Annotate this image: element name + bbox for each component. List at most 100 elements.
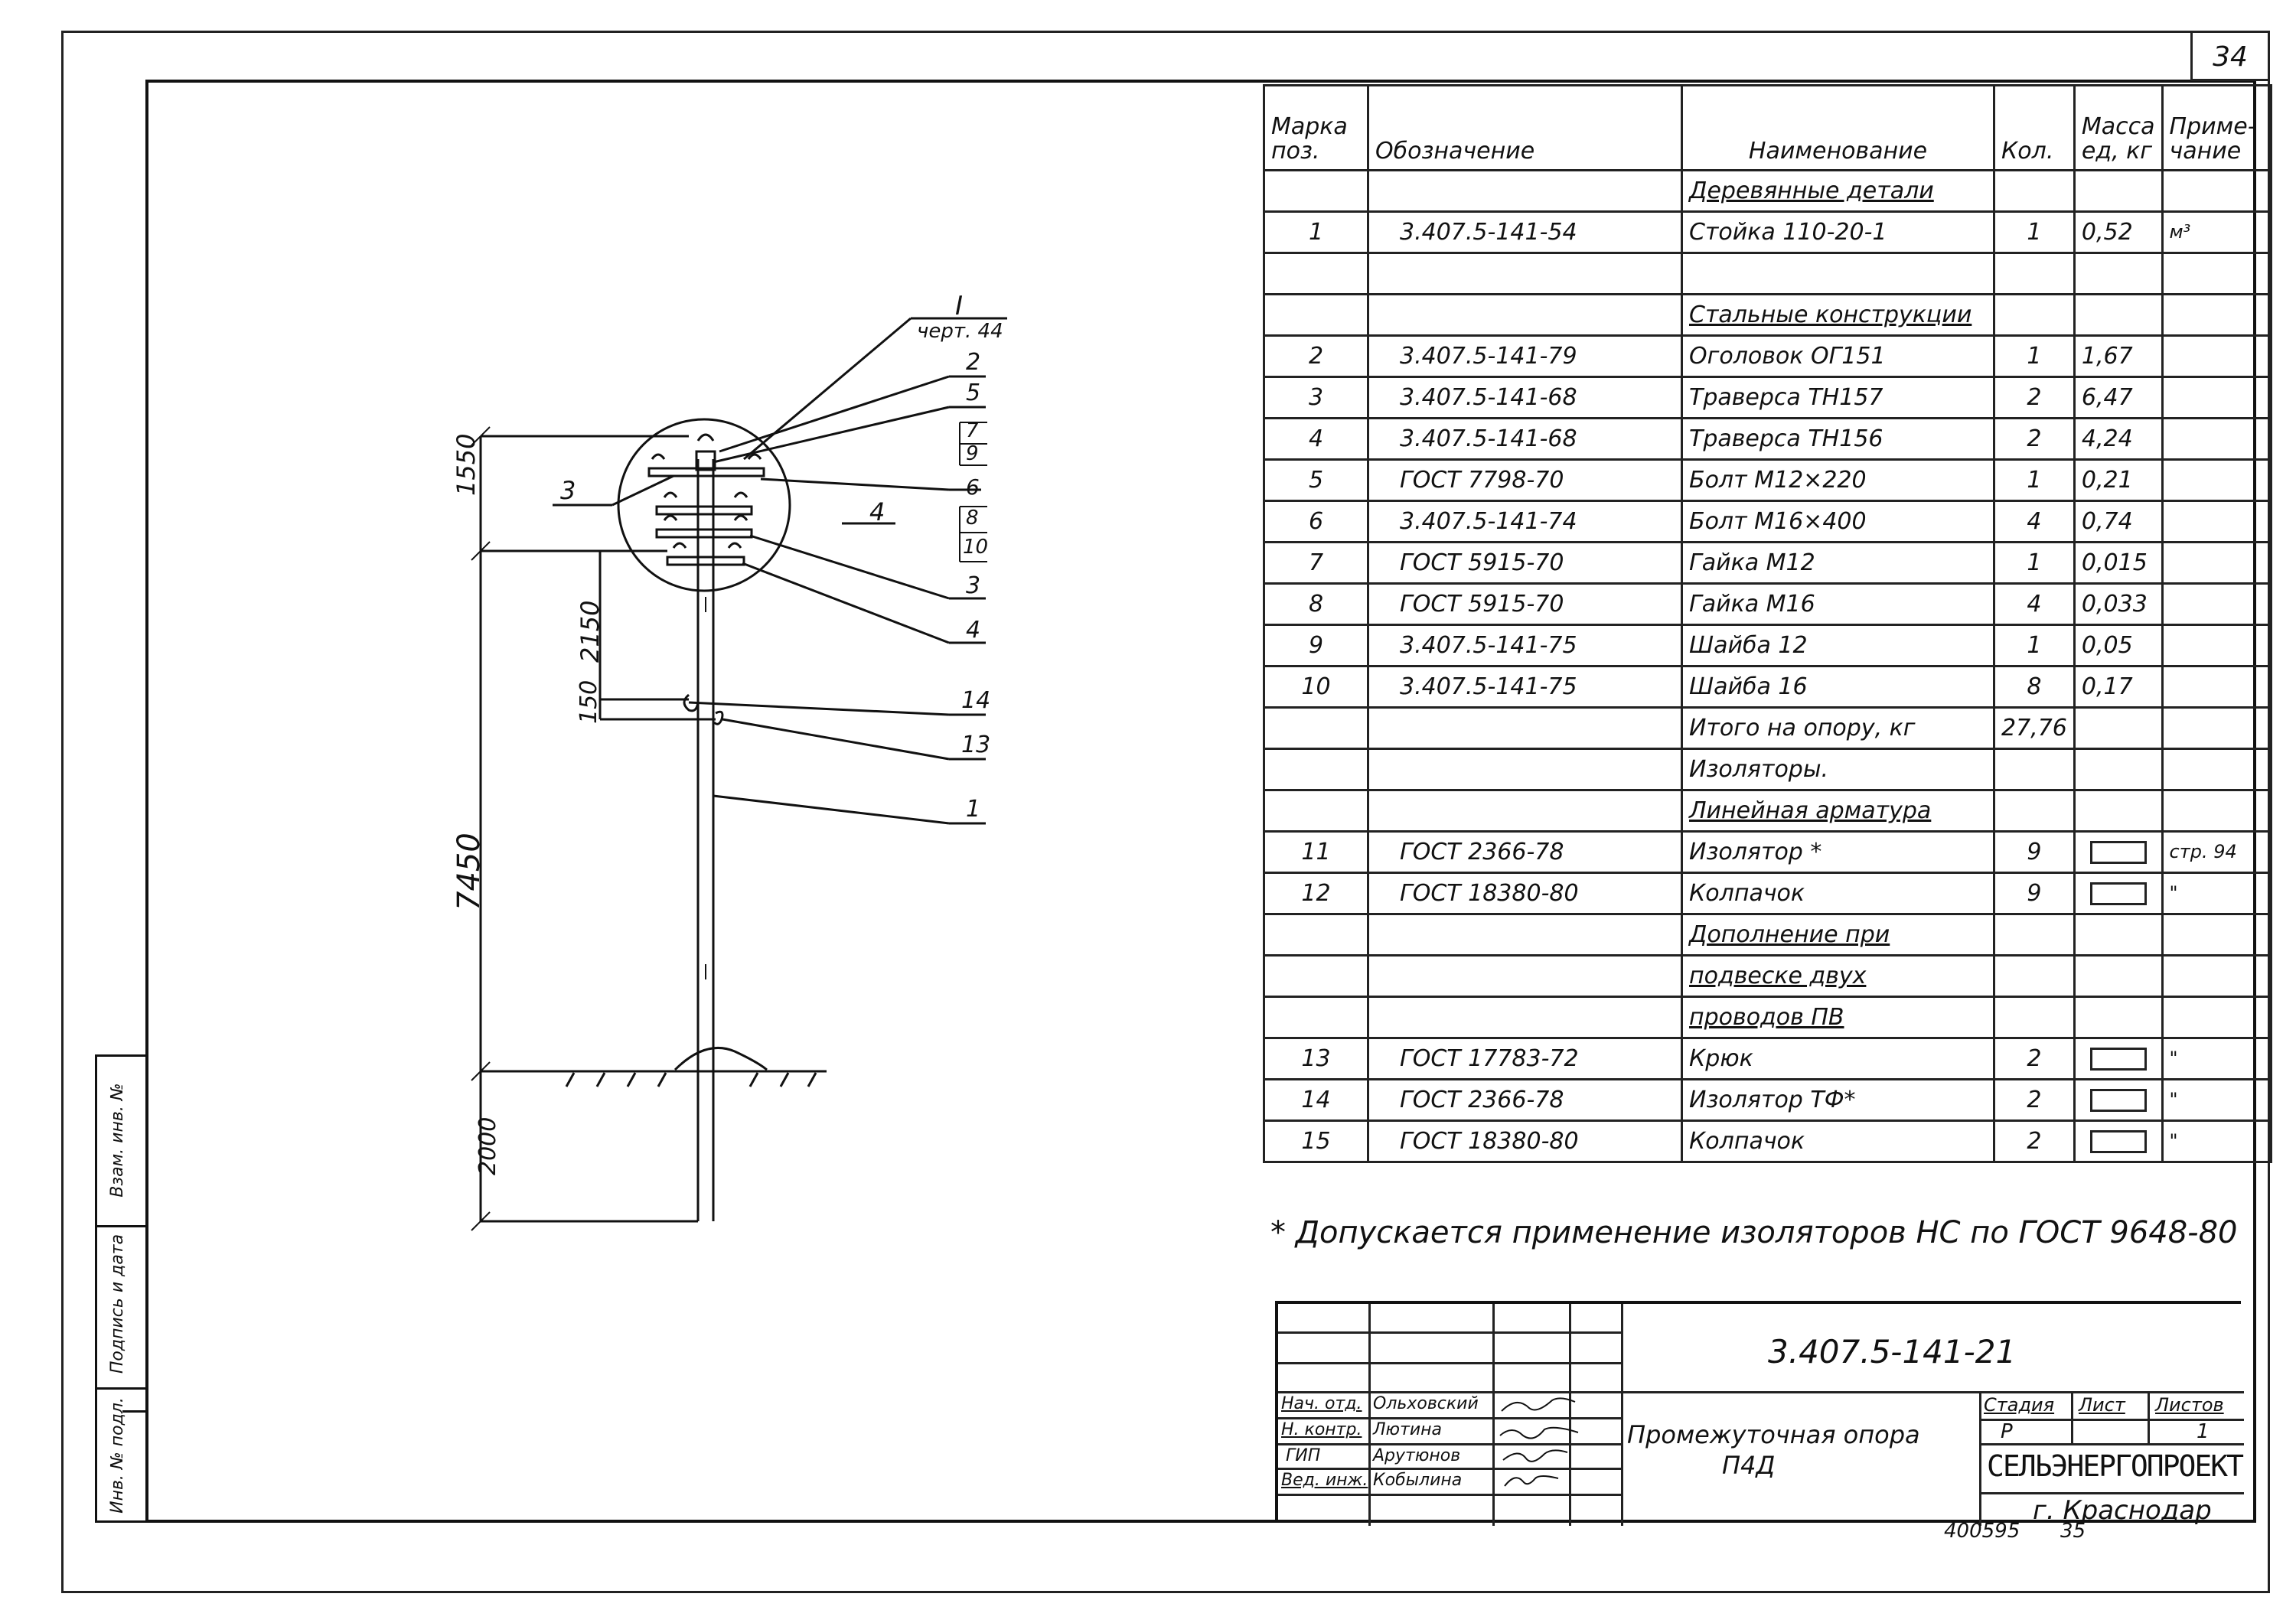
insulator	[651, 453, 666, 460]
table-cell: Изолятор ТФ*	[1681, 1078, 1995, 1122]
table-cell: 2	[1263, 334, 1369, 378]
table-cell: Итого на опору, кг	[1681, 706, 1995, 750]
table-cell: 1	[1993, 334, 2076, 378]
table-cell: 0,21	[2073, 458, 2164, 502]
tb-vline	[1569, 1304, 1571, 1526]
table-cell: 3.407.5-141-75	[1367, 665, 1683, 709]
table-cell	[1263, 954, 1369, 998]
document-code: 3.407.5-141-21	[1768, 1333, 2017, 1370]
table-cell	[2073, 1037, 2164, 1080]
table-cell	[1367, 748, 1683, 791]
side-divider	[122, 1410, 148, 1413]
pos-label-9: 9	[966, 442, 979, 465]
table-cell: Дополнение при	[1681, 913, 1995, 957]
table-cell: 3.407.5-141-74	[1367, 500, 1683, 543]
organization-city: г. Краснодар	[2033, 1495, 2212, 1526]
ground-hatch	[748, 1072, 759, 1087]
tb-hline-org	[1979, 1492, 2244, 1494]
table-cell: ГОСТ 7798-70	[1367, 458, 1683, 502]
stage-value: Р	[2001, 1420, 2013, 1443]
table-cell	[1263, 748, 1369, 791]
footnote: * Допускается применение изоляторов НС п…	[1270, 1215, 2238, 1250]
name-lead-engineer: Кобылина	[1373, 1471, 1463, 1490]
archive-page: 35	[2060, 1520, 2086, 1543]
table-cell: ГОСТ 5915-70	[1367, 582, 1683, 626]
table-cell	[1993, 748, 2076, 791]
title-block: 3.407.5-141-21 Нач. отд. Н. контр. ГИП В…	[1275, 1301, 2244, 1526]
dim-2000: 2000	[475, 1116, 501, 1175]
table-cell: Гайка М12	[1681, 541, 1995, 585]
table-cell: 5	[1263, 458, 1369, 502]
pos-label-4-inner: 4	[869, 497, 885, 526]
insulator	[747, 453, 762, 460]
table-cell	[2073, 1119, 2164, 1163]
crossarm-top	[647, 467, 765, 477]
table-cell: 6,47	[2073, 376, 2164, 419]
table-cell	[2073, 1078, 2164, 1122]
table-cell: "	[2161, 872, 2272, 915]
table-cell	[2161, 252, 2272, 295]
table-cell	[2073, 293, 2164, 337]
table-cell: 0,05	[2073, 624, 2164, 667]
table-cell: 6	[1263, 500, 1369, 543]
table-cell: 14	[1263, 1078, 1369, 1122]
table-cell: проводов ПВ	[1681, 996, 1995, 1039]
dim-2150: 2150	[576, 600, 605, 663]
pos-label-8: 8	[966, 507, 979, 530]
table-cell	[2073, 169, 2164, 213]
table-cell: 15	[1263, 1119, 1369, 1163]
table-row: Стальные конструкции	[1263, 293, 2272, 337]
table-cell: Линейная арматура	[1681, 789, 1995, 833]
table-cell	[2073, 252, 2164, 295]
table-cell: ГОСТ 18380-80	[1367, 872, 1683, 915]
table-cell	[2161, 954, 2272, 998]
table-cell	[1263, 252, 1369, 295]
table-cell: 7	[1263, 541, 1369, 585]
table-cell: Шайба 12	[1681, 624, 1995, 667]
table-cell: 0,015	[2073, 541, 2164, 585]
table-cell	[1681, 252, 1995, 295]
table-cell	[2073, 748, 2164, 791]
table-row: Деревянные детали	[1263, 169, 2272, 213]
spec-header-cell: Приме-чание	[2161, 84, 2272, 171]
table-cell	[2073, 913, 2164, 957]
table-cell	[1263, 913, 1369, 957]
table-cell: 9	[1993, 830, 2076, 874]
table-cell	[1993, 293, 2076, 337]
organization-name: СЕЛЬЭНЕРГОПРОЕКТ	[1987, 1449, 2244, 1483]
ground-hatch	[565, 1072, 576, 1087]
table-cell: 3.407.5-141-75	[1367, 624, 1683, 667]
table-cell	[2161, 624, 2272, 667]
table-cell	[1263, 706, 1369, 750]
tb-hline	[1278, 1331, 1621, 1334]
leader-3-left-slant	[612, 474, 674, 507]
table-cell	[2161, 541, 2272, 585]
table-cell	[2161, 913, 2272, 957]
table-cell	[2073, 706, 2164, 750]
signature-scribble	[1499, 1426, 1579, 1439]
table-cell	[2161, 334, 2272, 378]
spec-header-cell: Марка поз.	[1263, 84, 1369, 171]
pos-label-4-right: 4	[966, 617, 981, 644]
spec-header-cell: Обозначение	[1367, 84, 1683, 171]
table-cell: 0,74	[2073, 500, 2164, 543]
table-cell: 1	[1993, 541, 2076, 585]
table-cell	[2161, 458, 2272, 502]
table-cell: 27,76	[1993, 706, 2076, 750]
table-cell: 2	[1993, 1037, 2076, 1080]
mass-placeholder-box	[2089, 1130, 2147, 1154]
table-cell: 2	[1993, 1078, 2076, 1122]
tb-hline-stage2	[1979, 1443, 2244, 1445]
drawing-title-line2: П4Д	[1722, 1451, 1776, 1480]
insulator	[733, 514, 748, 521]
sheet-label: Лист	[2079, 1394, 2125, 1416]
table-cell: 12	[1263, 872, 1369, 915]
pole-head	[695, 450, 716, 471]
table-cell: Стойка 110-20-1	[1681, 210, 1995, 254]
leader-I	[743, 317, 912, 461]
table-cell	[1367, 169, 1683, 213]
